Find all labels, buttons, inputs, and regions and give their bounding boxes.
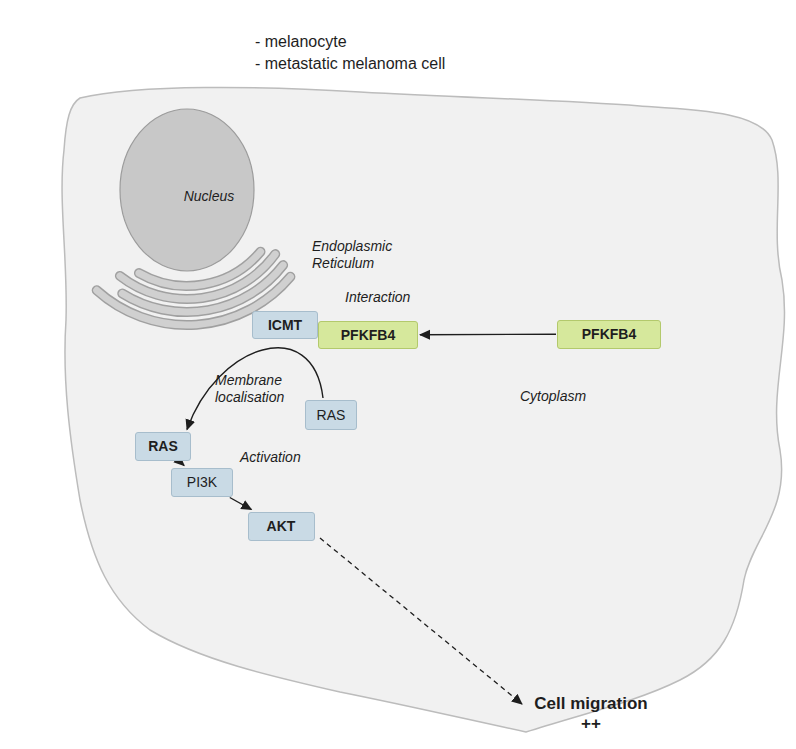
arrow-connector [187, 348, 323, 430]
protein-name: PFKFB4 [341, 327, 395, 343]
cell-type: - melanocyte [255, 32, 347, 51]
ras-box: RAS [135, 432, 191, 461]
process-label: Membrane localisation [215, 372, 301, 406]
pfkfb4-box: PFKFB4 [318, 321, 418, 349]
cell-type: - metastatic melanoma cell [255, 54, 445, 73]
protein-name: ICMT [268, 317, 302, 333]
protein-name: RAS [148, 438, 178, 454]
arrow-connector [180, 462, 184, 466]
akt-box: AKT [248, 512, 315, 541]
migration-arrow [320, 538, 522, 704]
ras-box: RAS [305, 400, 357, 430]
process-label: Activation [240, 449, 301, 466]
protein-name: PI3K [187, 474, 217, 490]
cell-outline [62, 87, 784, 732]
compartment-label: Cytoplasm [520, 388, 586, 405]
pi3k-box: PI3K [171, 468, 233, 497]
nucleus-ellipse [120, 109, 254, 271]
nucleus-label: Nucleus [184, 188, 235, 204]
protein-name: AKT [267, 518, 296, 534]
process-label: Interaction [345, 289, 410, 306]
arrow-connector [230, 498, 252, 510]
icmt-box: ICMT [252, 311, 318, 339]
protein-name: RAS [317, 407, 346, 423]
organelle-label: Endoplasmic Reticulum [312, 238, 412, 272]
pfkfb4-box: PFKFB4 [557, 320, 661, 349]
nucleus: Nucleus [119, 108, 255, 272]
arrow-connector [420, 334, 556, 336]
outcome-label: Cell migration ++ [528, 694, 654, 735]
protein-name: PFKFB4 [582, 326, 636, 342]
